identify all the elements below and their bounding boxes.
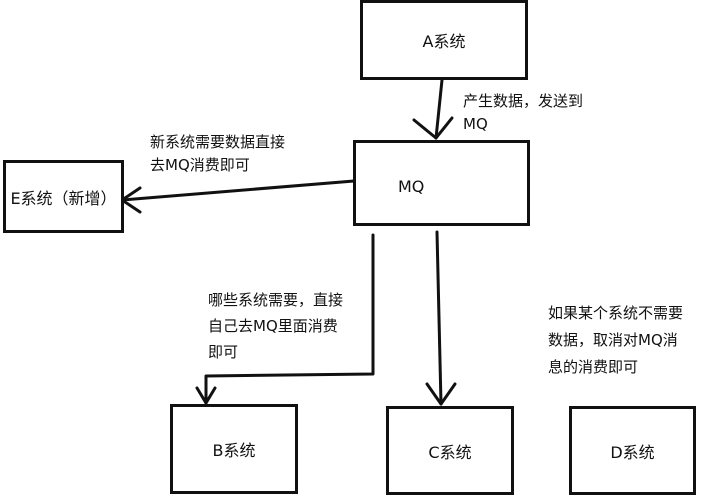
arrow-mq-to-e [120,179,356,214]
node-e-label: E系统（新增） [10,188,117,208]
node-mq: MQ [353,140,530,226]
node-c-system: C系统 [386,406,514,495]
annotation-need-system: 哪些系统需要，直接 自己去MQ里面消费 即可 [208,291,344,361]
node-a-label: A系统 [422,32,466,51]
arrow-mq-to-b [195,233,375,405]
node-a-system: A系统 [360,0,528,80]
node-b-label: B系统 [212,441,256,460]
annotation-new-system: 新系统需要数据直接 去MQ消费即可 [150,133,286,174]
node-c-label: C系统 [428,442,472,462]
annotation-a-to-mq: 产生数据，发送到 MQ [463,92,584,133]
arrow-a-to-mq [412,78,454,140]
arrow-mq-to-c [425,230,457,406]
node-mq-label: MQ [398,177,425,196]
annotation-not-need: 如果某个系统不需要 数据，取消对MQ消 息的消费即可 [548,304,684,376]
node-d-label: D系统 [610,442,655,462]
node-e-system: E系统（新增） [3,160,124,233]
node-d-system: D系统 [569,406,696,495]
node-b-system: B系统 [170,404,298,494]
